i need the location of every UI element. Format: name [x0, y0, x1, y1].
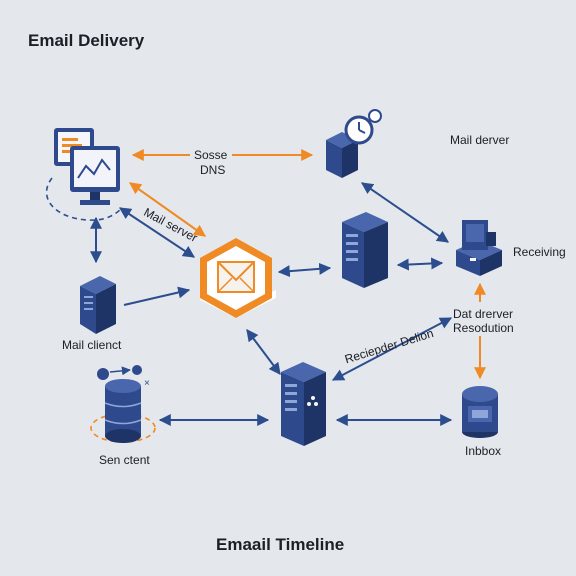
arrow-envelope-to-tower [277, 262, 332, 278]
footer-title: Emaail Timeline [216, 535, 345, 554]
arrow-server-to-envelope [123, 286, 191, 306]
server-icon-mail-client [80, 276, 116, 334]
label-dns: DNS [200, 163, 226, 177]
arrow-clock-to-router [361, 182, 449, 243]
database-icon: × [97, 365, 150, 443]
label-receiving: Receiving [513, 245, 566, 259]
svg-text:×: × [144, 378, 150, 389]
arrows [90, 149, 486, 426]
server-icon-center [342, 212, 388, 288]
label-dat-drerver: Dat drerver [453, 307, 514, 321]
arrow-bottomserver-to-resolution [331, 317, 453, 381]
dashed-orbit-monitor [45, 177, 123, 221]
monitor-icon [54, 128, 120, 205]
label-resodution: Resodution [453, 321, 514, 335]
label-sen-ctent: Sen ctent [99, 453, 150, 467]
server-icon-bottom [281, 362, 326, 446]
router-icon [456, 220, 502, 276]
label-mail-clienct: Mail clienct [62, 338, 122, 352]
label-inbbox: Inbbox [465, 444, 502, 458]
arrow-monitor-to-envelope-blue [118, 207, 196, 258]
clock-icon [326, 109, 382, 178]
arrow-tower-to-router [396, 257, 444, 271]
arrow-envelope-to-bottomserver [246, 329, 281, 375]
label-sosse: Sosse [194, 148, 228, 162]
envelope-icon [200, 238, 276, 318]
cylinder-icon [462, 386, 498, 438]
page-title: Email Delivery [28, 31, 145, 50]
label-mail-derver: Mail derver [450, 133, 510, 147]
